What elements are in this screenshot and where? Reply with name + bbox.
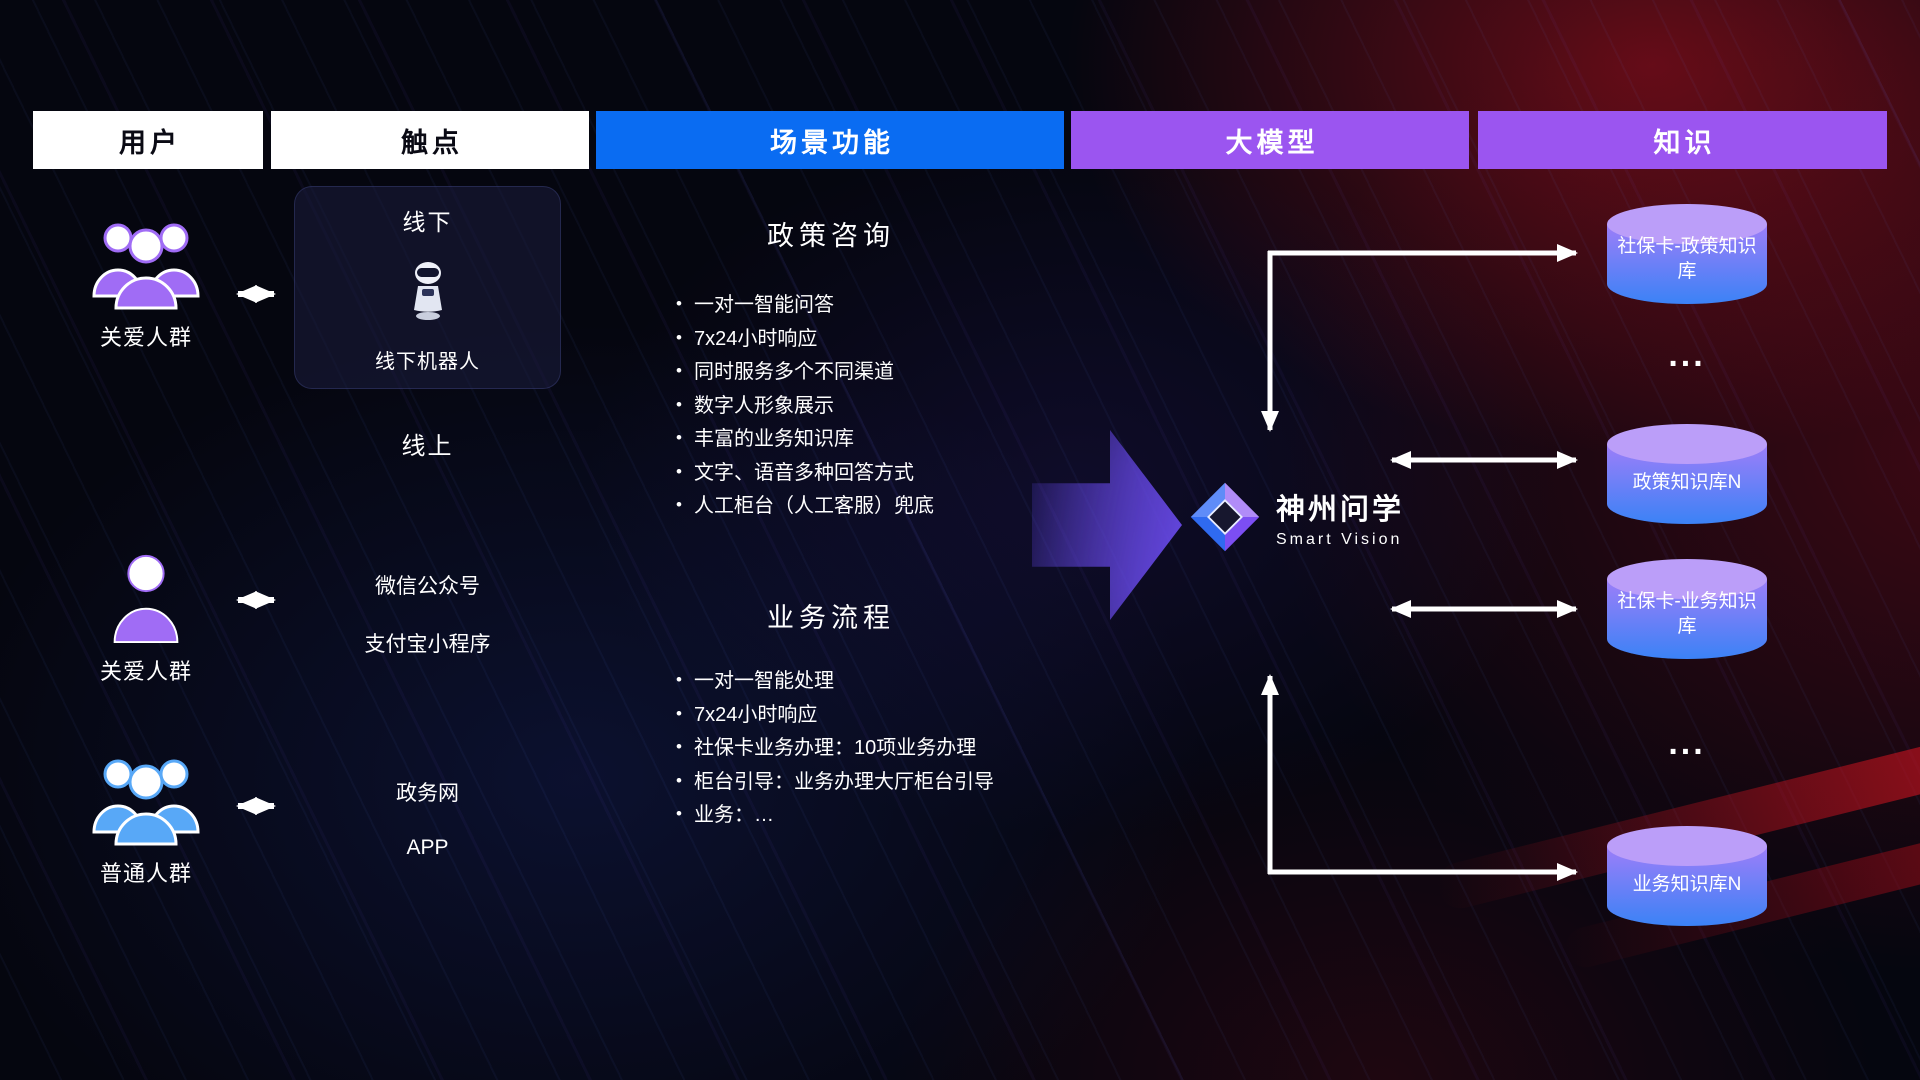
db-policy-n: 政策知识库N (1601, 422, 1773, 526)
channel-app: APP (406, 836, 449, 859)
service-robot-icon (413, 262, 442, 320)
db-label: 政策知识库N (1632, 472, 1742, 493)
list-item: 7x24小时响应 (676, 323, 934, 357)
channel-wechat: 微信公众号 (375, 575, 480, 598)
db-business-n: 业务知识库N (1601, 824, 1773, 928)
db-label: 社保卡-政策知识库 (1617, 236, 1757, 282)
channel-alipay: 支付宝小程序 (364, 633, 491, 656)
diamond-logo-icon (1190, 482, 1260, 552)
user-group-label: 关爱人群 (99, 659, 192, 684)
user-group-label: 普通人群 (99, 861, 192, 886)
user-group-ordinary: 普通人群 (66, 748, 226, 888)
online-title: 线上 (401, 433, 454, 460)
person-icon (113, 554, 179, 644)
business-feature-list: 一对一智能处理 7x24小时响应 社保卡业务办理：10项业务办理 柜台引导：业务… (676, 665, 994, 833)
logo-text: 神州问学 Smart Vision (1276, 486, 1404, 549)
policy-feature-list: 一对一智能问答 7x24小时响应 同时服务多个不同渠道 数字人形象展示 丰富的业… (676, 289, 934, 524)
list-item: 柜台引导：业务办理大厅柜台引导 (676, 766, 994, 800)
header-large-model: 大模型 (1071, 111, 1469, 169)
list-item: 文字、语音多种回答方式 (676, 457, 934, 491)
header-touchpoints: 触点 (271, 111, 589, 169)
header-users: 用户 (33, 111, 263, 169)
list-item: 社保卡业务办理：10项业务办理 (676, 732, 994, 766)
model-subtitle: Smart Vision (1276, 530, 1403, 548)
db-business-ssc: 社保卡-业务知识库 (1601, 557, 1773, 661)
list-item: 丰富的业务知识库 (676, 423, 934, 457)
header-knowledge: 知识 (1478, 111, 1887, 169)
smart-vision-logo: 神州问学 Smart Vision (1188, 480, 1404, 554)
offline-robot-label: 线下机器人 (375, 351, 480, 373)
list-item: 数字人形象展示 (676, 390, 934, 424)
db-label: 业务知识库N (1632, 874, 1742, 895)
header-scenario-functions: 场景功能 (596, 111, 1064, 169)
ellipsis: ... (1668, 336, 1706, 374)
people-group-icon (92, 223, 200, 310)
list-item: 业务：… (676, 799, 994, 833)
channel-gov-web: 政务网 (396, 782, 459, 805)
scenario-title-policy: 政策咨询 (767, 221, 895, 251)
offline-touchpoint-panel: 线下 线下机器人 (294, 186, 561, 389)
offline-title: 线下 (402, 209, 453, 235)
list-item: 一对一智能问答 (676, 289, 934, 323)
user-group-label: 关爱人群 (99, 325, 192, 350)
list-item: 7x24小时响应 (676, 699, 994, 733)
ellipsis: ... (1668, 724, 1706, 762)
people-group-icon (92, 759, 200, 846)
db-label: 社保卡-业务知识库 (1617, 591, 1757, 637)
db-policy-ssc: 社保卡-政策知识库 (1601, 202, 1773, 306)
list-item: 一对一智能处理 (676, 665, 994, 699)
list-item: 同时服务多个不同渠道 (676, 356, 934, 390)
list-item: 人工柜台（人工客服）兜底 (676, 490, 934, 524)
scenario-title-business: 业务流程 (767, 603, 895, 633)
user-single-care: 关爱人群 (66, 548, 226, 686)
model-name: 神州问学 (1276, 493, 1405, 526)
user-group-care-1: 关爱人群 (66, 212, 226, 352)
